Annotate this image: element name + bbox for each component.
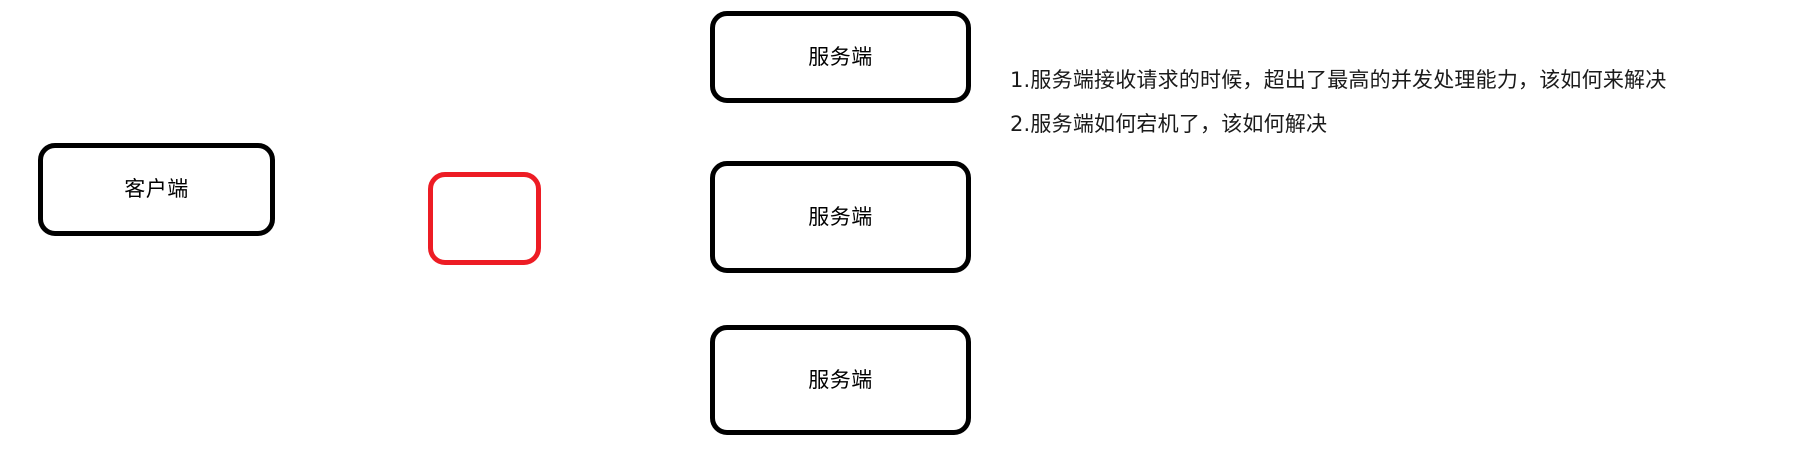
node-server-1[interactable]: 服务端 [710, 11, 971, 103]
node-server-1-label: 服务端 [808, 44, 873, 69]
note-line-1: 1.服务端接收请求的时候，超出了最高的并发处理能力，该如何来解决 [1010, 68, 1667, 92]
notes-block: 1.服务端接收请求的时候，超出了最高的并发处理能力，该如何来解决 2.服务端如何… [1010, 58, 1800, 146]
node-server-3[interactable]: 服务端 [710, 325, 971, 435]
node-server-3-label: 服务端 [808, 367, 873, 392]
note-line-2: 2.服务端如何宕机了，该如何解决 [1010, 112, 1328, 136]
node-placeholder-red[interactable] [428, 172, 541, 265]
node-client[interactable]: 客户端 [38, 143, 275, 236]
node-client-label: 客户端 [124, 177, 189, 201]
node-server-2-label: 服务端 [808, 204, 873, 229]
node-server-2[interactable]: 服务端 [710, 161, 971, 273]
